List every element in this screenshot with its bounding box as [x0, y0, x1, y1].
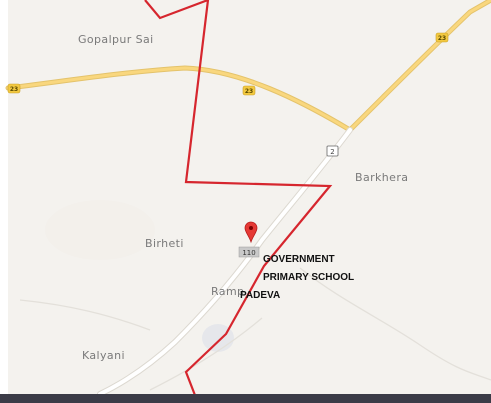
boundary-line: [144, 0, 333, 403]
bottom-edge-strip: [0, 394, 491, 403]
route-number: 23: [438, 35, 446, 42]
route-badge-23-middle[interactable]: 23: [242, 85, 256, 96]
place-label-kalyani: Kalyani: [82, 349, 125, 362]
place-label-gopalpur-sai: Gopalpur Sai: [78, 33, 154, 46]
route-badge-23-top-right[interactable]: 23: [435, 32, 449, 43]
route-number: 23: [10, 86, 18, 93]
route-number: 23: [245, 88, 253, 95]
annotation-line-padeva: PADEVA: [240, 290, 280, 301]
route-number: 2: [330, 148, 334, 156]
annotation-line-government: GOVERNMENT: [263, 254, 335, 265]
minor-roads: [19, 267, 491, 391]
place-label-birheti: Birheti: [145, 237, 184, 250]
pin-tag-label: 110: [242, 249, 255, 257]
route-badge-2[interactable]: 2: [326, 145, 339, 157]
pin-tag: 110: [238, 246, 260, 258]
main-road: [97, 127, 353, 397]
place-label-rampur: Ramp: [211, 285, 244, 298]
map-pin-icon[interactable]: [244, 221, 258, 244]
place-label-barkhera: Barkhera: [355, 171, 408, 184]
highway-roads: [5, 0, 491, 133]
route-badge-23-left[interactable]: 23: [7, 83, 21, 94]
annotation-line-primary-school: PRIMARY SCHOOL: [263, 272, 354, 283]
